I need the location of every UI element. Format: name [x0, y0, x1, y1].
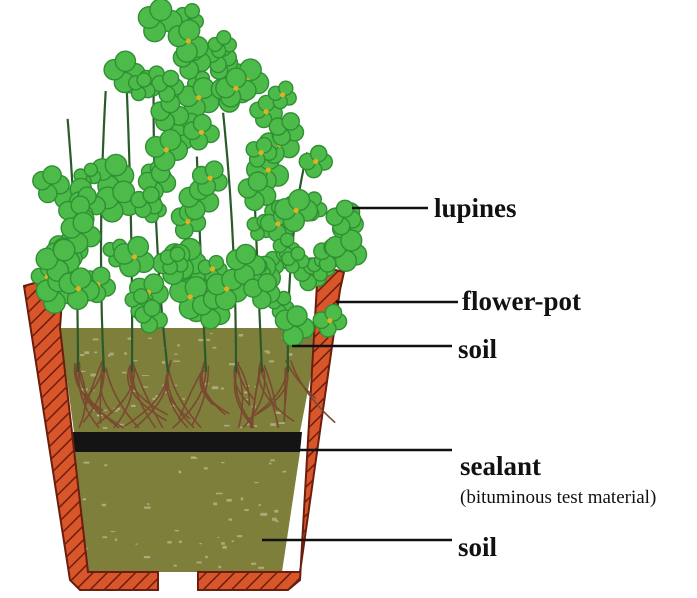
soil-speck	[283, 471, 286, 473]
soil-lower-layer	[74, 452, 300, 572]
soil-speck	[199, 543, 201, 544]
soil-speck	[102, 504, 106, 507]
soil-speck	[175, 385, 178, 386]
soil-speck	[259, 504, 261, 506]
soil-speck	[229, 519, 232, 521]
label-soil-upper: soil	[458, 336, 497, 363]
soil-speck	[216, 493, 223, 495]
soil-speck	[144, 556, 150, 558]
soil-speck	[279, 422, 285, 424]
soil-speck	[269, 463, 272, 465]
soil-speck	[270, 423, 276, 426]
soil-speck	[104, 410, 108, 411]
soil-speck	[191, 458, 198, 459]
soil-speck	[206, 339, 210, 341]
soil-speck	[103, 427, 107, 429]
soil-speck	[267, 352, 271, 354]
soil-speck	[93, 339, 99, 341]
soil-speck	[212, 386, 218, 389]
soil-speck	[269, 360, 274, 362]
soil-speck	[174, 354, 178, 355]
soil-speck	[221, 388, 224, 390]
soil-speck	[222, 546, 226, 549]
soil-speck	[198, 339, 204, 341]
leaf-cluster	[160, 247, 187, 274]
soil-speck	[122, 372, 127, 374]
soil-speck	[221, 542, 225, 545]
soil-speck	[115, 538, 117, 541]
label-flower-pot: flower-pot	[462, 288, 581, 315]
soil-speck	[210, 333, 213, 334]
soil-speck	[173, 361, 180, 362]
label-lupines: lupines	[434, 195, 517, 222]
soil-speck	[83, 498, 86, 500]
soil-speck	[254, 425, 257, 427]
soil-speck	[136, 544, 138, 545]
soil-speck	[232, 540, 234, 542]
soil-speck	[275, 412, 281, 414]
soil-speck	[204, 467, 208, 469]
soil-speck	[213, 503, 217, 506]
soil-speck	[147, 503, 149, 505]
soil-speck	[244, 391, 247, 393]
soil-speck	[239, 334, 243, 337]
soil-speck	[144, 507, 151, 509]
soil-speck	[94, 352, 97, 354]
soil-speck	[260, 513, 267, 516]
soil-speck	[274, 510, 278, 513]
soil-speck	[237, 535, 242, 537]
soil-speck	[175, 530, 179, 532]
soil-speck	[183, 398, 185, 400]
soil-speck	[80, 354, 84, 356]
soil-speck	[258, 567, 264, 569]
soil-speck	[108, 354, 110, 357]
soil-speck	[111, 531, 116, 532]
soil-speck	[97, 415, 100, 416]
label-sealant-note: (bituminous test material)	[460, 488, 656, 507]
soil-speck	[217, 537, 219, 538]
soil-speck	[254, 482, 258, 483]
soil-speck	[218, 566, 221, 568]
sealant-layer	[72, 432, 302, 452]
soil-speck	[197, 562, 202, 564]
soil-speck	[133, 360, 137, 361]
soil-speck	[103, 536, 108, 538]
soil-speck	[244, 509, 249, 511]
leaf-cluster	[129, 73, 155, 101]
soil-speck	[224, 425, 230, 427]
soil-speck	[241, 497, 243, 500]
soil-speck	[110, 353, 114, 356]
leaf-cluster	[131, 187, 163, 218]
soil-speck	[177, 344, 180, 346]
soil-speck	[221, 462, 224, 463]
leaf-cluster	[299, 146, 332, 178]
soil-speck	[84, 462, 90, 464]
soil-speck	[142, 375, 149, 376]
soil-speck	[227, 499, 232, 502]
soil-speck	[251, 563, 256, 565]
soil-speck	[229, 363, 236, 365]
label-sealant: sealant	[460, 453, 541, 480]
soil-speck	[212, 347, 216, 349]
soil-speck	[167, 541, 172, 543]
soil-speck	[124, 352, 127, 354]
soil-speck	[179, 541, 182, 543]
soil-speck	[84, 351, 89, 354]
soil-speck	[179, 471, 182, 474]
soil-speck	[131, 405, 136, 407]
soil-speck	[148, 338, 152, 339]
soil-speck	[265, 351, 270, 353]
soil-speck	[205, 556, 208, 558]
soil-speck	[272, 518, 277, 521]
soil-speck	[270, 459, 275, 461]
root-strand	[284, 368, 285, 422]
soil-speck	[104, 464, 107, 466]
soil-speck	[174, 565, 177, 567]
label-soil-lower: soil	[458, 534, 497, 561]
soil-speck	[275, 521, 278, 523]
